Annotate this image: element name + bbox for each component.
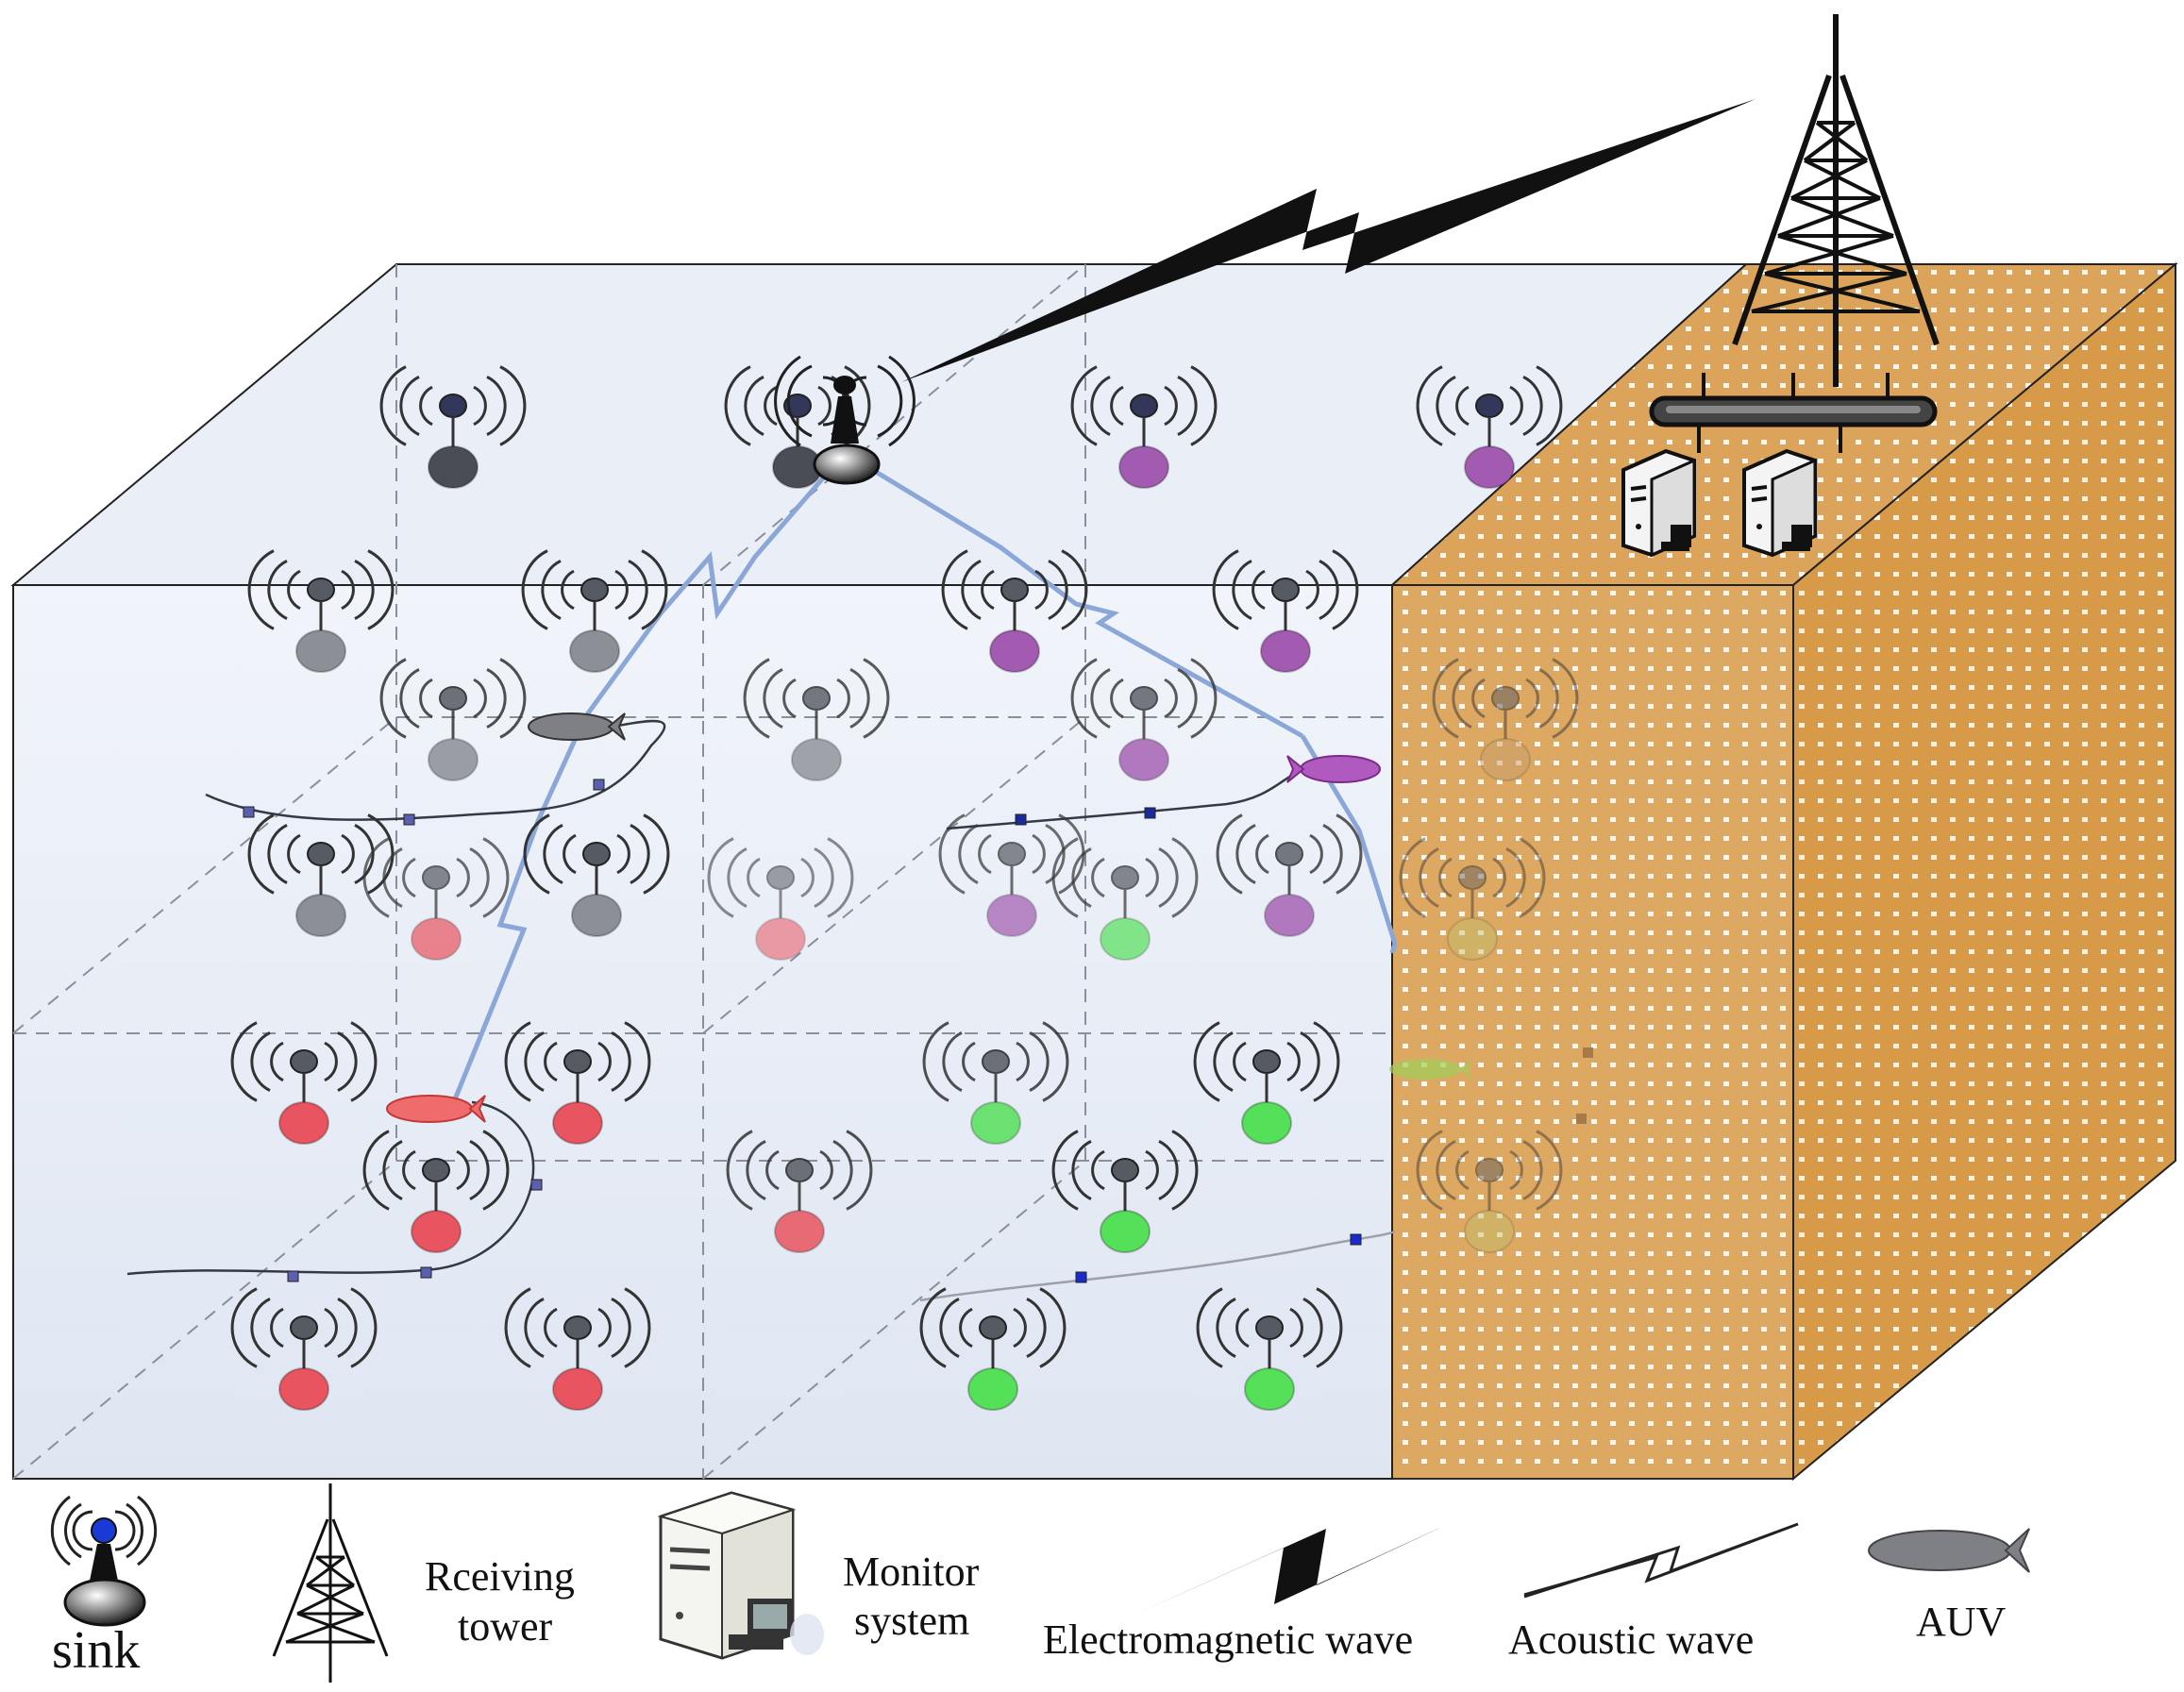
- auv-1: [528, 712, 626, 741]
- legend-acoustic-wave-label: Acoustic wave: [1508, 1617, 1754, 1663]
- auv-4: [1389, 1059, 1472, 1080]
- legend-sink-label: sink: [52, 1621, 140, 1680]
- legend-electromagnetic-wave-icon: [1133, 1519, 1458, 1616]
- sensor-node-icon: [379, 658, 527, 781]
- sensor-node-icon: [919, 1287, 1067, 1411]
- legend-tower-icon: [272, 1483, 389, 1683]
- sensor-node-icon: [1051, 837, 1199, 961]
- legend-tower-label-line2: tower: [458, 1603, 553, 1650]
- trajectory-auv4: [919, 1230, 1396, 1302]
- sensor-node-icon: [1212, 549, 1359, 673]
- acoustic-link-auv2-seabed: [1300, 734, 1398, 954]
- monitor-system-icon: [1621, 448, 1817, 558]
- sensor-node-icon: [523, 813, 670, 937]
- sensor-node-icon: [504, 1287, 651, 1411]
- sensor-node-icon: [1416, 1130, 1563, 1253]
- sensor-node-icon: [1432, 658, 1579, 781]
- sensor-node-icon: [504, 1021, 651, 1145]
- sensor-node-icon: [1399, 837, 1546, 961]
- receiving-tower-icon: [1732, 14, 1940, 387]
- sensor-node-icon: [379, 365, 527, 489]
- trajectory-auv1: [205, 719, 666, 821]
- trajectory-waypoints: [243, 779, 1593, 1283]
- legend-tower-label-line1: Rceiving: [425, 1553, 575, 1600]
- sensor-node-icon: [362, 1130, 510, 1253]
- acoustic-link-sink-auv2: [843, 450, 1304, 739]
- sensor-node-icon: [1051, 1130, 1199, 1253]
- sensor-node-icon: [922, 1021, 1069, 1145]
- sensor-node-icon: [938, 813, 1085, 937]
- sensor-node-icon: [362, 837, 510, 961]
- sensor-node-icon: [230, 1287, 378, 1411]
- sensor-node-icon: [1196, 1287, 1343, 1411]
- legend-auv-label: AUV: [1916, 1599, 2007, 1645]
- seabed-front-face: [1391, 584, 1794, 1480]
- legend-sink-icon: [50, 1495, 158, 1627]
- trajectory-auv3: [126, 1100, 535, 1276]
- acoustic-link-auv1-auv3: [450, 715, 588, 1105]
- auv-3: [386, 1095, 486, 1123]
- legend-auv-icon: [1868, 1528, 2030, 1573]
- seabed-block: [1389, 261, 2178, 1482]
- sensor-node-icon: [1193, 1021, 1340, 1145]
- sink-icon: [774, 355, 916, 485]
- sensor-nodes: [230, 365, 1579, 1411]
- monitor-network: [1649, 373, 1938, 453]
- legend-acoustic-wave-icon: [1523, 1522, 1799, 1599]
- sensor-node-icon: [1416, 365, 1563, 489]
- legend-monitor-label-line1: Monitor: [843, 1549, 980, 1595]
- sensor-node-icon: [941, 549, 1088, 673]
- sensor-node-icon: [230, 1021, 378, 1145]
- sensor-node-icon: [247, 549, 395, 673]
- acoustic-link-sink-auv1: [582, 451, 847, 719]
- sensor-node-icon: [726, 1130, 873, 1253]
- sensor-node-icon: [743, 658, 890, 781]
- auv-2: [1286, 755, 1381, 783]
- electromagnetic-wave: [901, 99, 1756, 382]
- sensor-node-icon: [521, 549, 668, 673]
- sensor-node-icon: [1216, 813, 1363, 937]
- sensor-node-icon: [1070, 658, 1218, 781]
- legend-em-wave-label: Electromagnetic wave: [1043, 1617, 1413, 1663]
- legend-monitor-label-line2: system: [854, 1598, 969, 1644]
- legend-monitor-icon: [657, 1491, 824, 1660]
- sensor-node-icon: [707, 837, 854, 961]
- sensor-node-icon: [1070, 365, 1218, 489]
- acoustic-links: [450, 450, 1398, 1105]
- legend: sink Rceiving tower: [50, 1483, 2030, 1683]
